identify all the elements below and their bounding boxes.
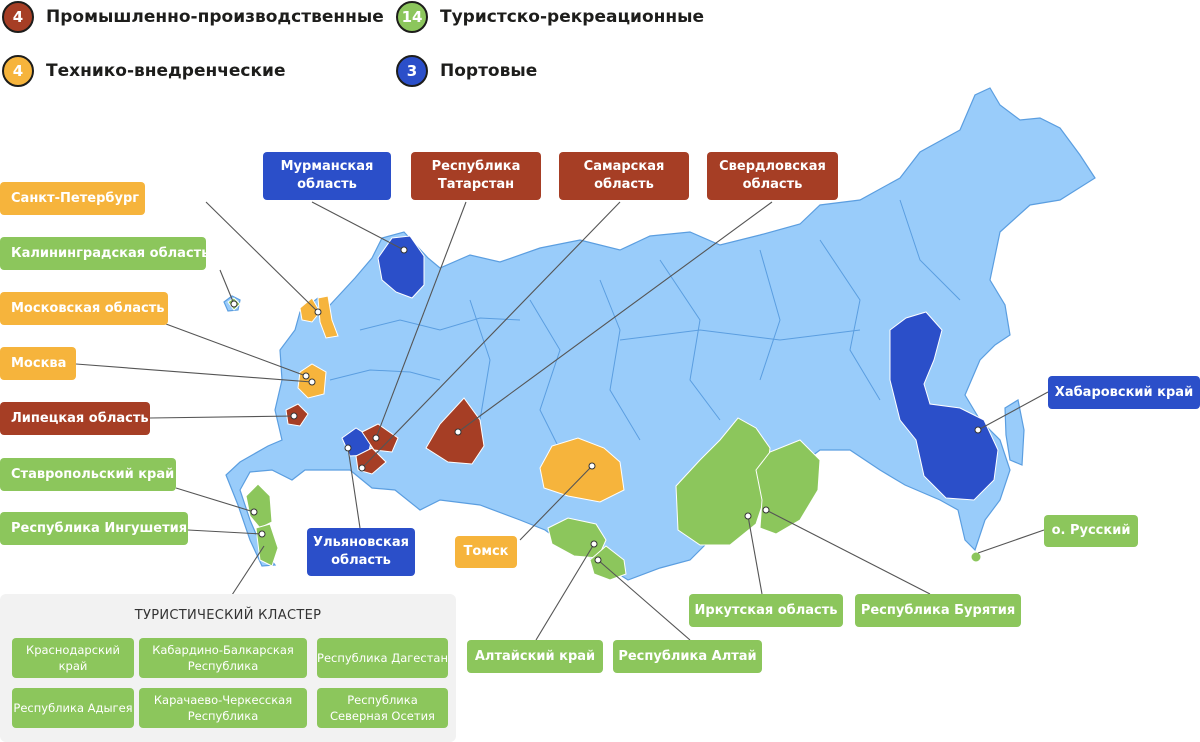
label-stavropol[interactable]: Ставропольский край xyxy=(0,458,176,491)
cluster-item-kbr[interactable]: Кабардино-Балкарская Республика xyxy=(139,638,307,678)
legend-technical: 4 Технико-внедренческие xyxy=(2,55,286,87)
tourist-cluster-panel: ТУРИСТИЧЕСКИЙ КЛАСТЕР Краснодарский край… xyxy=(0,594,456,742)
legend-port: 3 Портовые xyxy=(396,55,537,87)
murmansk-region[interactable] xyxy=(377,235,425,299)
tourist-cluster-title: ТУРИСТИЧЕСКИЙ КЛАСТЕР xyxy=(134,608,322,623)
legend-label-port: Портовые xyxy=(440,61,538,81)
khabarovsk-region[interactable] xyxy=(889,311,999,501)
label-lipetsk[interactable]: Липецкая область xyxy=(0,402,150,435)
label-spb[interactable]: Санкт-Петербург xyxy=(0,182,145,215)
anchor-dots xyxy=(230,246,982,564)
label-khabarovsk[interactable]: Хабаровский край xyxy=(1048,376,1200,409)
legend-label-technical: Технико-внедренческие xyxy=(46,61,286,81)
leningrad-tech-region[interactable] xyxy=(317,295,339,339)
legend-badge-industrial: 4 xyxy=(2,1,34,33)
cluster-item-north-ossetia[interactable]: Республика Северная Осетия xyxy=(317,688,448,728)
stavropol-region[interactable] xyxy=(245,483,273,529)
label-buryatia[interactable]: Республика Бурятия xyxy=(855,594,1021,627)
altai-republic-region[interactable] xyxy=(589,545,627,581)
label-tatarstan[interactable]: Республика Татарстан xyxy=(411,152,541,200)
buryatia-region[interactable] xyxy=(755,439,821,535)
label-tomsk[interactable]: Томск xyxy=(455,536,517,568)
legend-industrial: 4 Промышленно-производственные xyxy=(2,1,384,33)
cluster-item-kchr[interactable]: Карачаево-Черкесская Республика xyxy=(139,688,307,728)
label-moscow-obl[interactable]: Московская область xyxy=(0,292,168,325)
label-ulyanovsk[interactable]: Ульяновская область xyxy=(307,528,415,576)
spb-region[interactable] xyxy=(299,297,321,323)
legend-badge-technical: 4 xyxy=(2,55,34,87)
sakhalin-island xyxy=(1004,399,1025,466)
region-borders xyxy=(329,199,961,451)
label-russky[interactable]: о. Русский xyxy=(1044,515,1138,547)
russky-island[interactable] xyxy=(970,551,982,563)
label-sverdlovsk[interactable]: Свердловская область xyxy=(707,152,838,200)
legend-badge-port: 3 xyxy=(396,55,428,87)
cluster-item-krasnodar[interactable]: Краснодарский край xyxy=(12,638,134,678)
label-irkutsk[interactable]: Иркутская область xyxy=(689,594,843,627)
label-ingushetia[interactable]: Республика Ингушетия xyxy=(0,512,188,545)
legend-label-industrial: Промышленно-производственные xyxy=(46,7,384,27)
label-altai-krai[interactable]: Алтайский край xyxy=(467,640,603,673)
cluster-item-dagestan[interactable]: Республика Дагестан xyxy=(317,638,448,678)
connector-lines xyxy=(75,201,1049,641)
legend-tourist: 14 Туристско-рекреационные xyxy=(396,1,704,33)
legend-label-tourist: Туристско-рекреационные xyxy=(440,7,705,27)
label-moscow[interactable]: Москва xyxy=(0,347,76,380)
label-altai-rep[interactable]: Республика Алтай xyxy=(613,640,762,673)
label-kaliningrad[interactable]: Калининградская область xyxy=(0,237,209,270)
tatarstan-region[interactable] xyxy=(361,423,399,453)
cluster-item-adygea[interactable]: Республика Адыгея xyxy=(12,688,134,728)
legend-badge-tourist: 14 xyxy=(396,1,428,33)
label-murmansk[interactable]: Мурманская область xyxy=(263,152,391,200)
label-samara[interactable]: Самарская область xyxy=(559,152,689,200)
tomsk-region[interactable] xyxy=(539,437,625,503)
